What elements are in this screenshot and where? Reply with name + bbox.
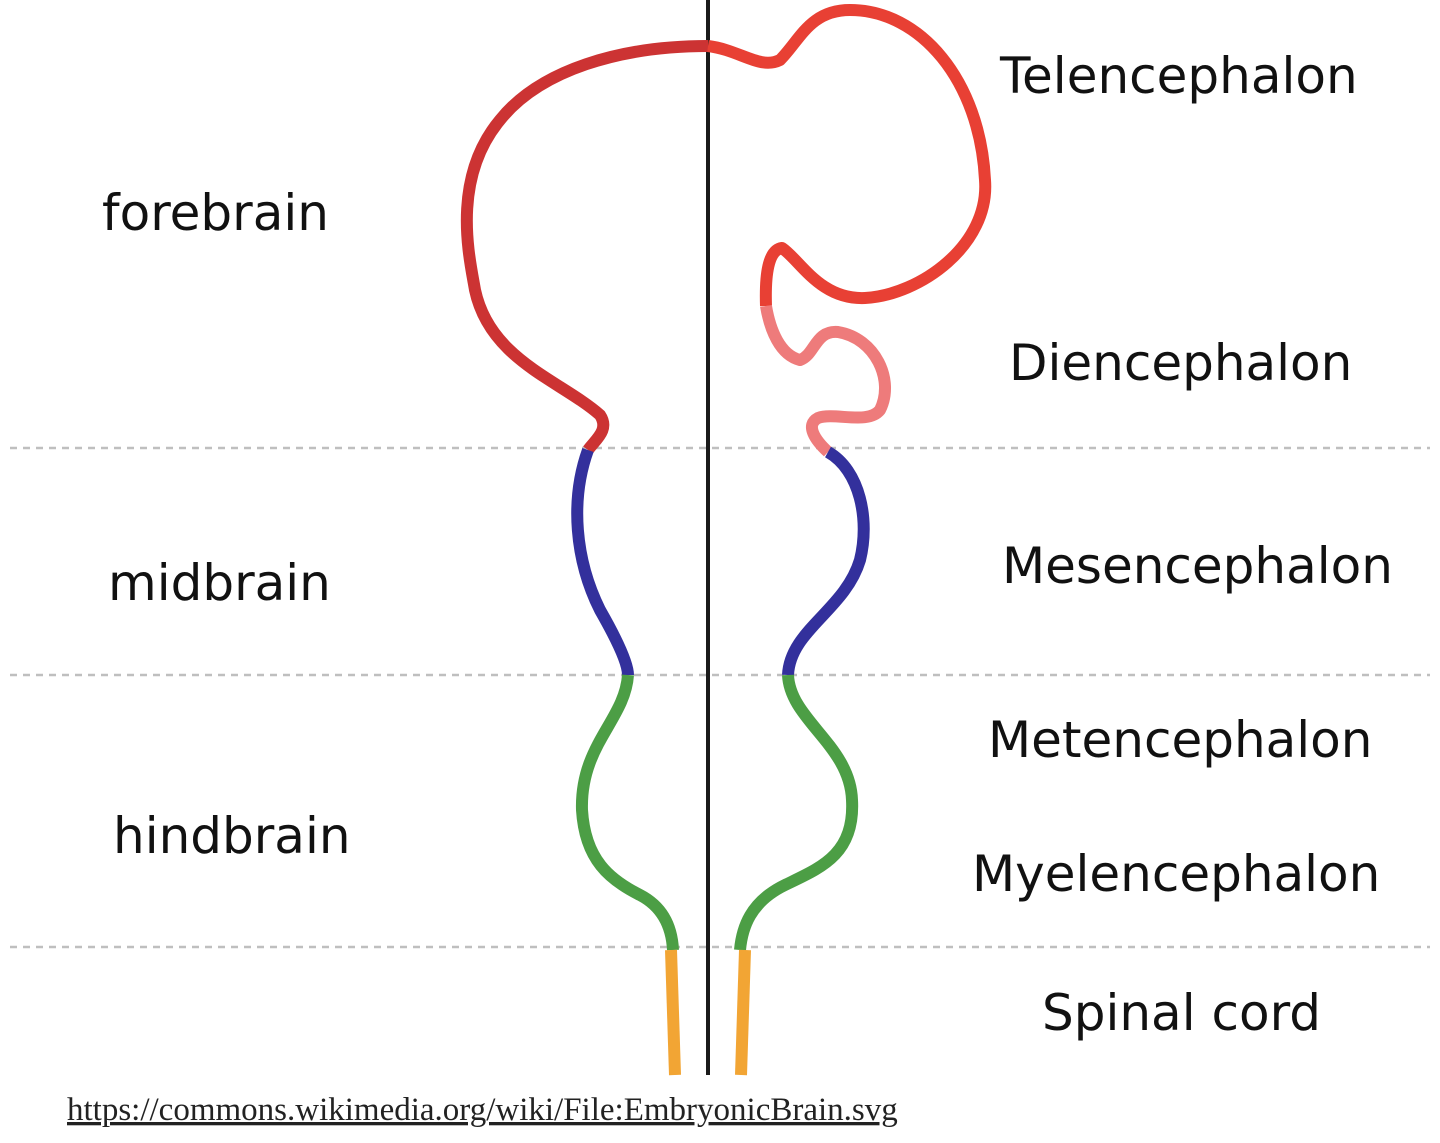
- label-myelencephalon: Myelencephalon: [972, 845, 1380, 903]
- source-url-link[interactable]: https://commons.wikimedia.org/wiki/File:…: [67, 1092, 898, 1128]
- hindbrain-left-wall: [575, 674, 679, 951]
- mesencephalon-left-wall: [571, 447, 634, 676]
- telencephalon-wall: [707, 4, 992, 307]
- mesencephalon-right-wall: [782, 446, 870, 676]
- label-mesencephalon: Mesencephalon: [1002, 537, 1393, 595]
- label-diencephalon: Diencephalon: [1009, 334, 1352, 392]
- forebrain-left-wall: [460, 40, 709, 454]
- label-hindbrain: hindbrain: [113, 807, 351, 865]
- label-forebrain: forebrain: [102, 184, 329, 242]
- label-metencephalon: Metencephalon: [988, 711, 1372, 769]
- hindbrain-right-wall: [734, 674, 859, 951]
- label-spinal-cord: Spinal cord: [1042, 984, 1321, 1042]
- diencephalon-wall: [760, 304, 891, 457]
- label-telencephalon: Telencephalon: [999, 47, 1358, 105]
- spinal-cord-right-wall: [735, 949, 751, 1076]
- spinal-cord-left-wall: [665, 949, 681, 1076]
- label-midbrain: midbrain: [108, 554, 331, 612]
